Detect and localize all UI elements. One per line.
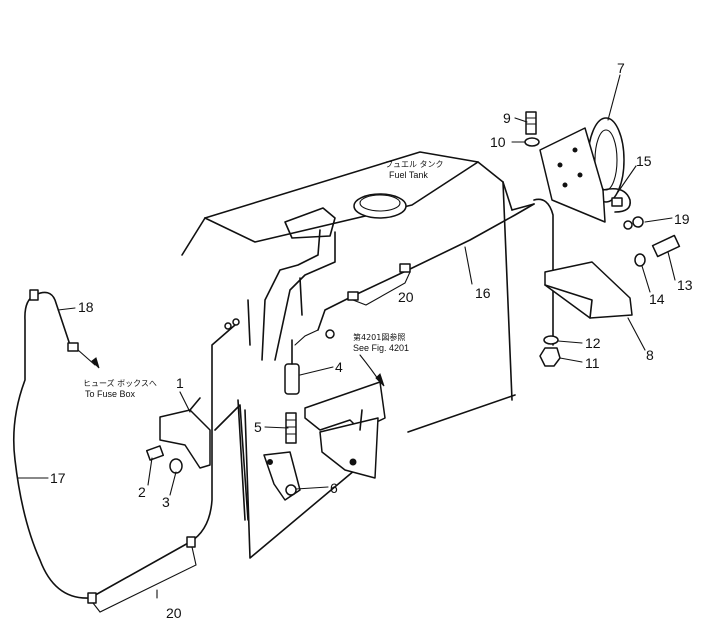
callout-6: 6: [330, 480, 338, 496]
washer-14: [634, 253, 646, 267]
fuse-box-label-en: To Fuse Box: [85, 389, 136, 399]
buzzer-assembly: [539, 117, 633, 319]
connector: [325, 329, 335, 339]
bolt-9: [525, 111, 537, 135]
bracket-1: [159, 409, 211, 469]
callout-18: 18: [78, 299, 94, 315]
fig4201-bracket: [304, 381, 386, 479]
connector-15: [611, 197, 623, 207]
callout-15: 15: [636, 153, 652, 169]
fuel-tank: [181, 151, 535, 559]
callout-3: 3: [162, 494, 170, 510]
harness-16: [294, 198, 554, 346]
bolt-2: [145, 445, 165, 461]
mount-plate: [539, 127, 606, 223]
washer-3: [169, 458, 183, 474]
callout-12: 12: [585, 335, 601, 351]
callout-13: 13: [677, 277, 693, 293]
callout-9: 9: [503, 110, 511, 126]
callout-2: 2: [138, 484, 146, 500]
callout-10: 10: [490, 134, 506, 150]
washer-12: [543, 335, 559, 345]
bolt-13: [651, 234, 681, 258]
callout-8: 8: [646, 347, 654, 363]
see-fig-label-jp: 第4201図参照: [353, 332, 405, 342]
fuse-box-label-jp: ヒューズ ボックスへ: [83, 378, 157, 388]
fuel-tank-label-en: Fuel Tank: [389, 170, 428, 180]
callout-5: 5: [254, 419, 262, 435]
bracket-1-group: [145, 397, 249, 521]
captions: フュエル タンク Fuel Tank 第4201図参照 See Fig. 420…: [83, 160, 444, 399]
see-fig-label-en: See Fig. 4201: [353, 343, 409, 353]
callout-17: 17: [50, 470, 66, 486]
callout-14: 14: [649, 291, 665, 307]
callout-20-lower: 20: [166, 605, 182, 621]
leader-lines: [17, 74, 676, 613]
callout-7: 7: [617, 60, 625, 76]
sender-assembly: [263, 339, 301, 501]
callout-4: 4: [335, 359, 343, 375]
callout-1: 1: [176, 375, 184, 391]
harness-17: [13, 289, 240, 604]
item-19: [632, 216, 644, 228]
callout-numbers: 1 2 3 4 5 6 7 8 9 10 11 12 13 14 15 16 1…: [50, 60, 693, 621]
nut-11: [539, 347, 561, 367]
callout-19: 19: [674, 211, 690, 227]
callout-16: 16: [475, 285, 491, 301]
fuel-cap: [353, 193, 407, 219]
washer-10: [524, 137, 540, 147]
clamp-20-left-high: [186, 536, 196, 548]
clamp-20-left-low: [87, 592, 97, 604]
callout-11: 11: [585, 355, 600, 371]
callout-20-upper: 20: [398, 289, 414, 305]
fuel-tank-label-jp: フュエル タンク: [385, 160, 444, 169]
sender-4: [284, 363, 300, 395]
hardware: [524, 111, 681, 367]
clamp-20-lower: [347, 291, 359, 301]
clamp-20-upper: [399, 263, 411, 273]
